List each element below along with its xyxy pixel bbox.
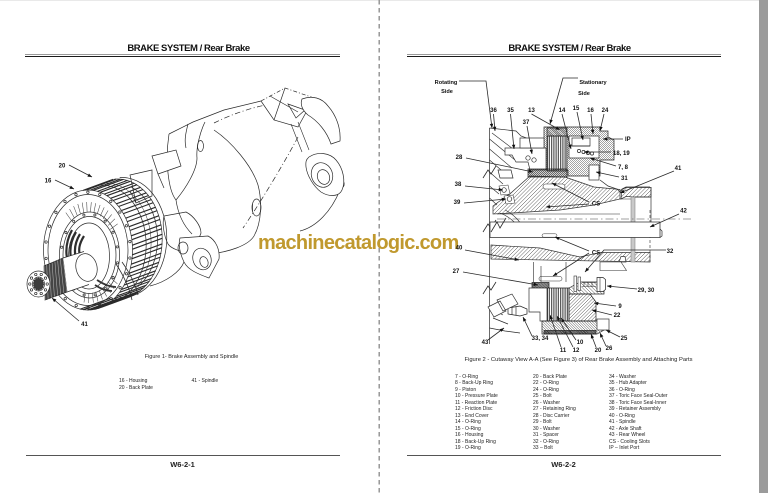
svg-text:41: 41 <box>81 322 88 328</box>
svg-text:24: 24 <box>602 108 609 114</box>
svg-text:IP: IP <box>625 137 631 143</box>
svg-text:16: 16 <box>587 108 594 114</box>
svg-text:Side: Side <box>441 89 453 95</box>
svg-text:40: 40 <box>456 246 463 252</box>
svg-text:12: 12 <box>573 348 580 354</box>
svg-text:43: 43 <box>482 340 489 346</box>
svg-text:35: 35 <box>507 108 514 114</box>
svg-text:38: 38 <box>455 182 462 188</box>
svg-text:29, 30: 29, 30 <box>638 288 655 294</box>
svg-text:20: 20 <box>59 164 66 170</box>
svg-text:10: 10 <box>577 340 584 346</box>
svg-text:CS: CS <box>592 202 600 208</box>
svg-text:Rotating: Rotating <box>435 80 458 86</box>
svg-text:14: 14 <box>559 108 566 114</box>
svg-text:Side: Side <box>578 91 590 97</box>
svg-text:CS: CS <box>592 251 600 257</box>
svg-text:42: 42 <box>680 209 687 215</box>
svg-text:18, 19: 18, 19 <box>613 151 630 157</box>
svg-text:25: 25 <box>621 336 628 342</box>
svg-text:22: 22 <box>614 313 621 319</box>
svg-text:7, 8: 7, 8 <box>618 165 629 171</box>
svg-text:9: 9 <box>618 304 622 310</box>
svg-text:27: 27 <box>453 269 460 275</box>
svg-text:Stationary: Stationary <box>579 80 607 86</box>
svg-text:20: 20 <box>595 348 602 354</box>
svg-text:31: 31 <box>621 176 628 182</box>
svg-text:39: 39 <box>454 200 461 206</box>
svg-text:28: 28 <box>456 155 463 161</box>
svg-text:11: 11 <box>560 348 567 354</box>
svg-text:33, 34: 33, 34 <box>532 336 549 342</box>
svg-text:13: 13 <box>528 108 535 114</box>
svg-text:26: 26 <box>606 346 613 352</box>
svg-text:16: 16 <box>45 179 52 185</box>
svg-text:41: 41 <box>675 166 682 172</box>
svg-text:15: 15 <box>573 106 580 112</box>
svg-text:37: 37 <box>523 120 530 126</box>
svg-text:32: 32 <box>667 249 674 255</box>
svg-text:36: 36 <box>490 108 497 114</box>
